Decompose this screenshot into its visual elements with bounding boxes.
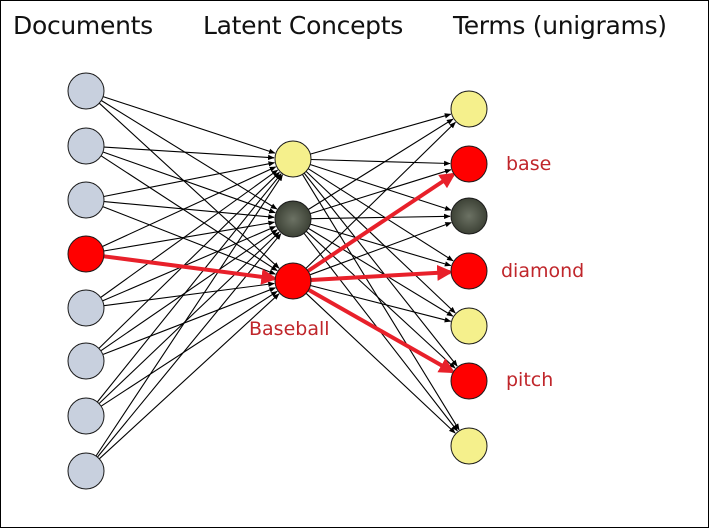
edge-doc-1-concept-0 [103,146,275,161]
edge-concept-0-term-4 [305,171,456,314]
edge-concept-2-term-2 [309,222,452,276]
edge-concept-0-term-1 [310,158,451,166]
concepts-node-2 [274,262,312,300]
edge-doc-4-concept-0 [100,169,279,298]
label-diamond: diamond [501,260,585,282]
terms-node-4 [450,307,488,345]
terms-node-3 [450,252,488,290]
documents-node-1 [67,127,105,165]
edge-concept-0-term-2 [309,163,452,211]
label-pitch: pitch [506,369,554,391]
documents-node-2 [67,181,105,219]
edge-doc-5-concept-1 [100,229,278,352]
edge-doc-7-concept-1 [96,233,282,458]
latent-concepts-header: Latent Concepts [203,11,403,40]
terms-node-6 [450,427,488,465]
edge-doc-6-concept-2 [100,290,278,407]
edge-doc-0-concept-2 [98,102,280,269]
terms-node-2 [450,197,488,235]
highlighted-edge-0 [103,254,278,285]
documents-node-7 [67,452,105,490]
edge-doc-7-concept-2 [98,293,280,460]
documents-node-4 [67,289,105,327]
edge-doc-3-concept-0 [102,166,277,247]
edge-doc-4-concept-1 [102,225,277,302]
edge-doc-1-concept-2 [100,155,278,272]
edge-concept-0-term-6 [301,174,460,431]
documents-node-6 [67,397,105,435]
edge-doc-5-concept-0 [98,171,280,349]
terms-node-0 [450,90,488,128]
edges-layer [95,96,460,460]
edge-doc-7-concept-0 [95,174,283,457]
documents-header: Documents [13,11,153,40]
documents-node-3 [67,235,105,273]
edge-doc-6-concept-1 [98,231,280,404]
edge-doc-1-concept-1 [102,151,276,214]
edge-concept-0-term-0 [310,113,452,155]
nodes-layer [67,72,488,490]
edge-concept-2-term-4 [310,284,452,323]
edge-doc-3-concept-1 [103,220,275,252]
edge-doc-6-concept-0 [96,173,282,403]
edge-doc-5-concept-2 [102,287,276,356]
edge-concept-1-term-3 [310,223,452,267]
edge-concept-2-term-0 [305,121,456,269]
documents-node-5 [67,342,105,380]
edge-concept-2-term-6 [305,292,456,434]
edge-doc-0-concept-0 [102,96,276,154]
edge-concept-0-term-5 [303,172,458,367]
documents-node-0 [67,72,105,110]
terms-node-1 [450,145,488,183]
highlighted-edge-2 [310,264,454,282]
terms-node-5 [450,362,488,400]
edge-doc-2-concept-0 [103,161,276,198]
terms-header: Terms (unigrams) [453,11,667,40]
edge-concept-1-term-1 [310,168,452,215]
edge-doc-4-concept-2 [103,281,275,307]
concepts-node-1 [274,200,312,238]
label-base: base [506,153,552,175]
edge-doc-0-concept-1 [101,100,278,210]
label-baseball: Baseball [249,318,330,340]
highlighted-edge-3 [307,288,456,374]
edge-concept-1-term-0 [308,118,454,210]
concepts-node-0 [274,140,312,178]
edge-concept-0-term-3 [307,168,454,262]
highlighted-edges-layer [103,172,456,374]
edge-doc-2-concept-1 [103,201,275,220]
edge-concept-1-term-2 [310,213,451,220]
highlighted-edge-1 [306,172,456,273]
